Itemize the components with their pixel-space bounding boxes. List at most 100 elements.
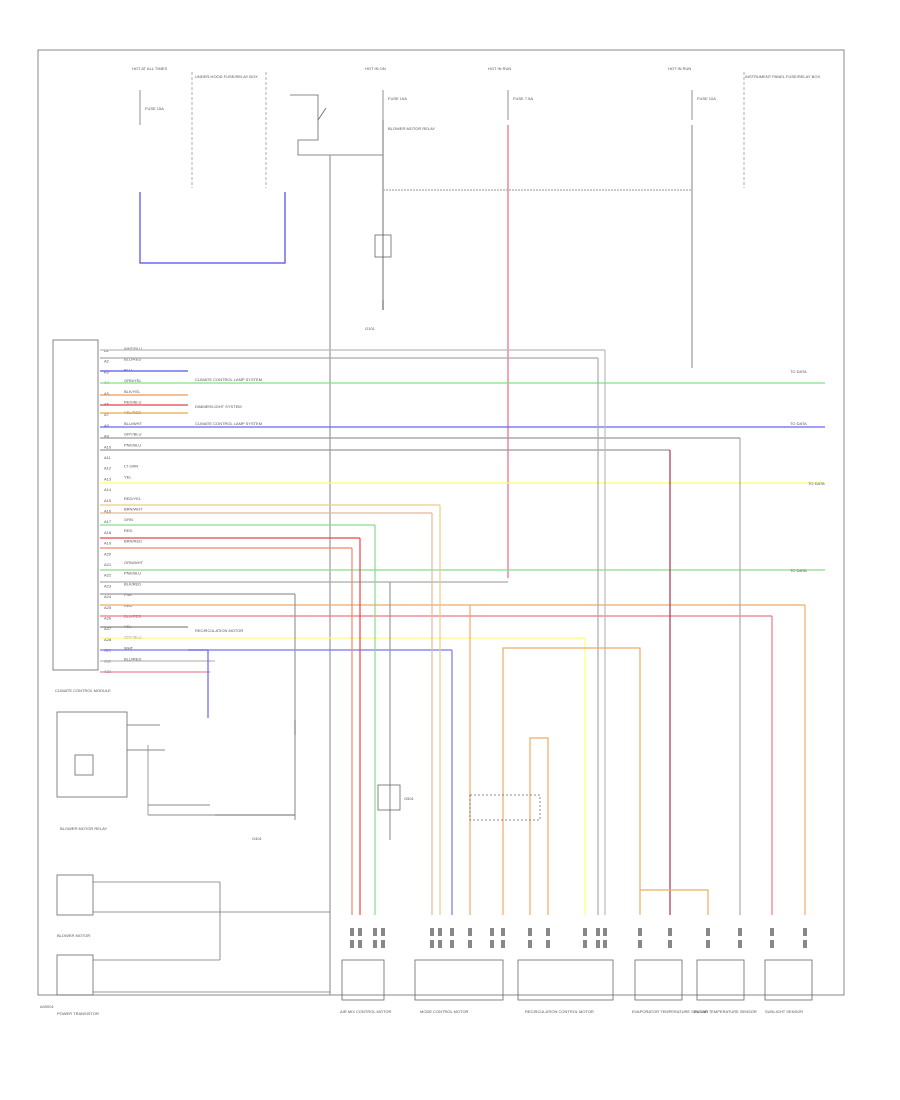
pin-label: A9 xyxy=(104,434,110,439)
connector-mark xyxy=(738,928,742,936)
right-label-3: TO DATA xyxy=(808,481,825,486)
pin-label: A20 xyxy=(104,551,112,556)
connector-mark xyxy=(706,928,710,936)
svg-text:BLOWER MOTOR: BLOWER MOTOR xyxy=(57,933,90,938)
connector-mark xyxy=(381,940,385,948)
connector-mark xyxy=(373,928,377,936)
svg-text:FUSE 7.5A: FUSE 7.5A xyxy=(513,96,533,101)
connector-mark xyxy=(501,940,505,948)
label-hot-at-all-times: HOT AT ALL TIMES xyxy=(132,66,167,71)
wire-color-label: RED/YEL xyxy=(124,496,142,501)
fuse-1: FUSE 15A xyxy=(139,90,164,125)
svg-text:FUSE 15A: FUSE 15A xyxy=(145,106,164,111)
wire-orange-loop-3 xyxy=(640,889,709,915)
svg-text:SUNLIGHT SENSOR: SUNLIGHT SENSOR xyxy=(765,1009,803,1014)
wire-blue-vert-208 xyxy=(188,649,209,718)
pin-label: A26 xyxy=(104,616,112,621)
pin-label: A27 xyxy=(104,626,112,631)
connector-mark xyxy=(668,928,672,936)
connector-mark xyxy=(468,928,472,936)
pin-label: A8 xyxy=(104,423,110,428)
svg-text:G101: G101 xyxy=(365,326,376,331)
comp-mode-control-motor: MODE CONTROL MOTOR xyxy=(414,959,504,1014)
note-dimmer-system: DIMMER/LIGHT SYSTEM xyxy=(195,404,242,409)
pin-label: A19 xyxy=(104,541,112,546)
connector-mark xyxy=(490,928,494,936)
note-lamp-system-2: CLIMATE CONTROL LAMP SYSTEM xyxy=(195,421,262,426)
label-under-hood-box: UNDER-HOOD FUSE/RELAY BOX xyxy=(195,74,258,79)
power-transistor: POWER TRANSISTOR xyxy=(56,954,330,1016)
wire-color-label: GRN/YEL xyxy=(124,378,142,383)
ground-g101: G101 xyxy=(365,234,392,331)
comp-air-mix-motor: AIR MIX CONTROL MOTOR xyxy=(340,959,391,1014)
pin-label: A5 xyxy=(104,391,110,396)
pin-label: A12 xyxy=(104,466,112,471)
svg-text:G401: G401 xyxy=(252,836,263,841)
connector-mark xyxy=(358,928,362,936)
connector-mark xyxy=(546,940,550,948)
svg-text:IN-CAR TEMPERATURE SENSOR: IN-CAR TEMPERATURE SENSOR xyxy=(694,1009,757,1014)
connector-mark xyxy=(450,940,454,948)
right-label-1: TO DATA xyxy=(790,369,807,374)
connector-mark xyxy=(450,928,454,936)
connector-mark xyxy=(468,940,472,948)
pin-label: A14 xyxy=(104,487,112,492)
pin-label: A25 xyxy=(104,605,112,610)
fuse-3: FUSE 7.5A xyxy=(507,90,533,120)
svg-text:EVAPORATOR TEMPERATURE SENSOR: EVAPORATOR TEMPERATURE SENSOR xyxy=(632,1009,708,1014)
fuse-4: FUSE 10A xyxy=(691,90,716,120)
connector-mark xyxy=(438,928,442,936)
connector-mark xyxy=(528,928,532,936)
label-hot-in-run-2: HOT IN RUN xyxy=(668,66,691,71)
wire-color-label: RED xyxy=(124,528,133,533)
pin-label: A21 xyxy=(104,562,112,567)
figure-id: A00001 xyxy=(40,1004,55,1009)
wire-color-label: GRN xyxy=(124,517,133,522)
diagram-frame xyxy=(37,49,845,996)
svg-text:FUSE 10A: FUSE 10A xyxy=(697,96,716,101)
relay-switch-top: BLOWER MOTOR RELAY xyxy=(290,94,436,156)
wire-color-label: BLK/RED xyxy=(124,581,141,586)
wire-color-label: WHT xyxy=(124,646,134,651)
ground-g401: G401 xyxy=(252,720,296,841)
connector-mark xyxy=(770,940,774,948)
connector-mark xyxy=(358,940,362,948)
wire-color-label: RED/BLU xyxy=(124,400,141,405)
wire-orange-loop-1 xyxy=(502,647,641,915)
connector-mark xyxy=(430,940,434,948)
wire-color-label: LT GRN xyxy=(124,464,138,469)
pin-label: A24 xyxy=(104,594,112,599)
right-label-4: TO DATA xyxy=(790,568,807,573)
blower-motor: BLOWER MOTOR xyxy=(56,874,330,960)
connector-mark xyxy=(638,940,642,948)
pin-column: A1A2A3A4A5A6A7A8A9A10A11A12A13A14A15A16A… xyxy=(104,348,112,674)
wire-color-label: WHT/BLU xyxy=(124,346,142,351)
wire-color-label: BLU/RED xyxy=(124,357,141,362)
sensor-group-box xyxy=(469,794,541,821)
connector-mark xyxy=(430,928,434,936)
connector-mark xyxy=(596,928,600,936)
pin-label: A6 xyxy=(104,402,110,407)
connector-marks xyxy=(350,928,807,948)
svg-text:AIR MIX CONTROL MOTOR: AIR MIX CONTROL MOTOR xyxy=(340,1009,391,1014)
connector-mark xyxy=(490,940,494,948)
label-ip-fuse-box: INSTRUMENT PANEL FUSE/RELAY BOX xyxy=(745,74,820,79)
comp-sunlight-sensor: SUNLIGHT SENSOR xyxy=(764,959,813,1014)
comp-in-car-sensor: IN-CAR TEMPERATURE SENSOR xyxy=(694,959,757,1014)
connector-mark xyxy=(770,928,774,936)
wire-color-label: PNK/BLU xyxy=(124,442,141,447)
control-module-label: CLIMATE CONTROL MODULE xyxy=(55,688,111,693)
wire-color-label: YEL xyxy=(124,474,132,479)
wire-color-label: BLK/YEL xyxy=(124,389,141,394)
connector-mark xyxy=(603,940,607,948)
svg-text:BLOWER MOTOR RELAY: BLOWER MOTOR RELAY xyxy=(60,826,108,831)
label-hot-in-on: HOT IN ON xyxy=(365,66,386,71)
svg-text:MODE CONTROL MOTOR: MODE CONTROL MOTOR xyxy=(420,1009,469,1014)
svg-text:RECIRCULATION CONTROL MOTOR: RECIRCULATION CONTROL MOTOR xyxy=(525,1009,594,1014)
pin-label: A7 xyxy=(104,412,110,417)
connector-mark xyxy=(668,940,672,948)
pin-label: A3 xyxy=(104,369,110,374)
connector-mark xyxy=(596,940,600,948)
pin-label: A2 xyxy=(104,359,110,364)
